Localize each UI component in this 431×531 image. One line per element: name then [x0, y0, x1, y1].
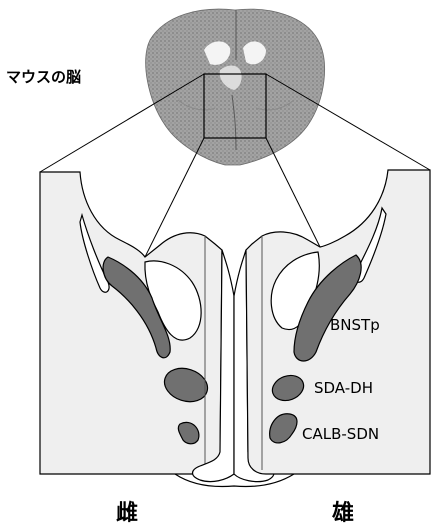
female-panel: [40, 172, 222, 474]
male-label: 雄: [331, 501, 354, 526]
brain-label: マウスの脳: [6, 68, 81, 86]
female-label: 雌: [116, 500, 138, 526]
region-label-bnstp: BNSTp: [330, 316, 380, 334]
brain-section-photo: [146, 9, 325, 165]
region-label-calb-sdn: CALB-SDN: [302, 425, 379, 443]
region-label-sda-dh: SDA-DH: [314, 379, 373, 397]
